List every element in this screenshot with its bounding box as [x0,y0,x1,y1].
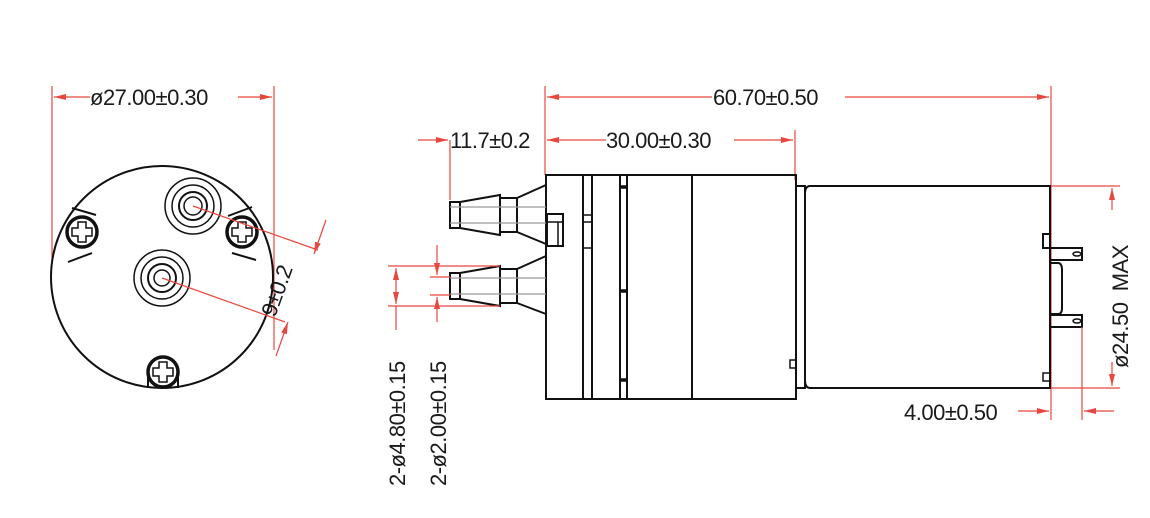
pump-head-body [545,174,797,400]
overall-length-dimension: 60.70±0.50 [547,85,1049,110]
center-port [133,249,191,307]
screw-right [225,206,259,261]
port-spacing-dimension: 9±0.2 [161,205,327,357]
side-view: 60.70±0.50 11.7±0.2 30.00±0.30 [385,85,1133,486]
nozzle-inner-diameter-label: 2-ø2.00±0.15 [426,361,451,486]
pump-head-length-dimension: 30.00±0.30 [547,128,793,153]
end-diameter-dimension: ø27.00±0.30 [54,85,272,110]
motor-body [789,185,1083,389]
end-view: ø27.00±0.30 [50,85,327,389]
nozzle-outer-diameter-label: 2-ø4.80±0.15 [385,361,410,486]
overall-length-label: 60.70±0.50 [713,85,818,110]
motor-diameter-label: ø24.50 MAX [1108,244,1133,368]
pump-head-length-label: 30.00±0.30 [606,128,711,153]
screw-bottom [146,355,180,389]
end-diameter-label: ø27.00±0.30 [90,85,208,110]
port-spacing-label: 9±0.2 [256,262,298,320]
motor-end-circle [50,165,274,389]
motor-diameter-dimension: ø24.50 MAX [1051,185,1133,389]
upper-port [164,177,222,235]
screw-left [65,207,99,263]
lower-nozzle [449,255,547,315]
terminal-length-dimension: 4.00±0.50 [904,327,1114,425]
nozzle-length-dimension: 11.7±0.2 [418,128,531,153]
upper-nozzle [449,184,547,245]
terminal-length-label: 4.00±0.50 [904,400,997,425]
nozzle-diameter-dimensions: 2-ø4.80±0.15 2-ø2.00±0.15 [385,245,500,486]
nozzle-length-label: 11.7±0.2 [450,128,530,153]
